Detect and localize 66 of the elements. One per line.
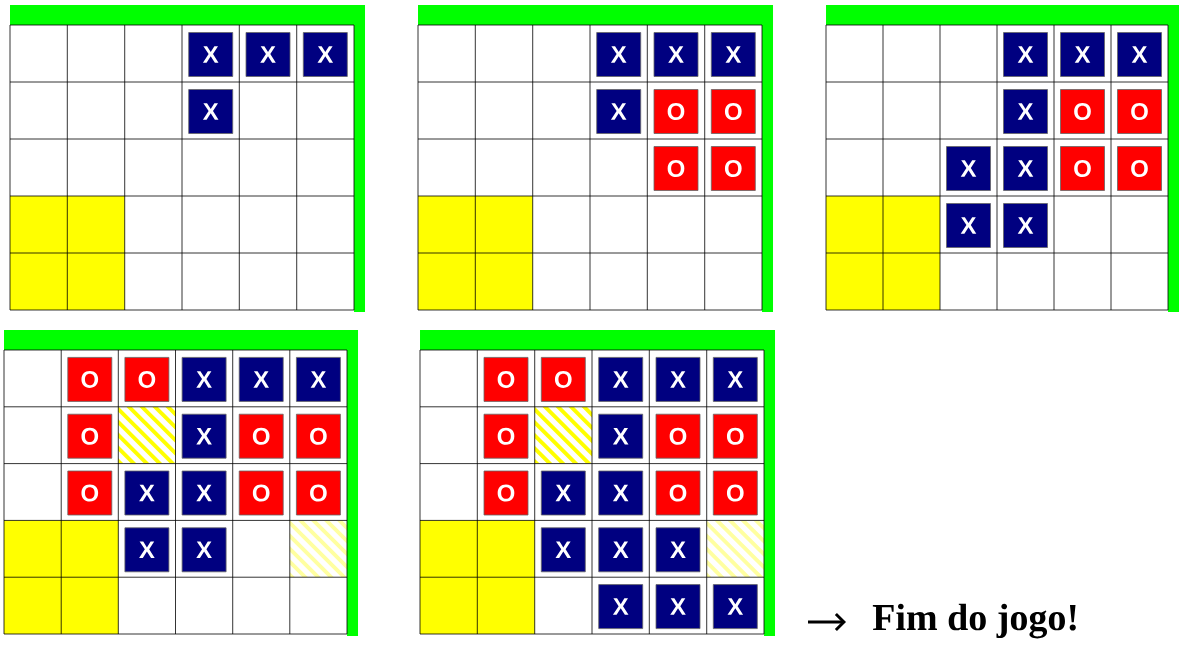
game-tile: X xyxy=(598,413,644,459)
game-tile: O xyxy=(540,357,586,402)
game-tile: X xyxy=(946,146,991,191)
game-tile: X xyxy=(1003,89,1048,134)
game-tile: O xyxy=(655,470,701,516)
game-tile: O xyxy=(653,89,699,134)
game-tile: X xyxy=(1003,32,1048,77)
closing-text: Fim do jogo! xyxy=(872,603,1076,639)
game-tile: X xyxy=(655,527,701,573)
game-tile: O xyxy=(712,413,758,459)
game-tile: X xyxy=(655,584,701,629)
game-tile: O xyxy=(655,413,701,459)
game-tile: X xyxy=(1003,146,1048,191)
game-tile: O xyxy=(483,413,529,459)
game-tile: O xyxy=(238,470,284,516)
game-tile: O xyxy=(710,89,756,134)
game-tile: O xyxy=(296,413,341,459)
game-tile: O xyxy=(1060,146,1105,191)
game-tile: O xyxy=(296,470,341,516)
game-tile: X xyxy=(598,584,644,629)
game-tile: O xyxy=(483,357,529,402)
game-tile: X xyxy=(596,89,642,134)
game-tile: X xyxy=(181,527,227,573)
game-tile: X xyxy=(188,32,234,77)
game-tile: O xyxy=(712,470,758,516)
game-tile: X xyxy=(598,470,644,516)
game-board xyxy=(419,330,775,636)
game-tile: O xyxy=(653,146,699,191)
game-tile: X xyxy=(655,357,701,402)
game-board xyxy=(825,5,1179,312)
game-tile: X xyxy=(946,203,991,248)
game-tile: O xyxy=(1117,89,1162,134)
game-tile: X xyxy=(596,32,642,77)
game-tile: X xyxy=(598,357,644,402)
game-tile: X xyxy=(653,32,699,77)
game-tile: X xyxy=(710,32,756,77)
game-tile: X xyxy=(124,470,170,516)
game-tile: X xyxy=(540,527,586,573)
game-tile: O xyxy=(124,357,170,402)
game-tile: X xyxy=(181,357,227,402)
game-board xyxy=(3,330,358,636)
game-tile: X xyxy=(1060,32,1105,77)
game-tile: X xyxy=(302,32,348,77)
game-tile: X xyxy=(1117,32,1162,77)
game-tile: O xyxy=(1060,89,1105,134)
game-tile: X xyxy=(712,357,758,402)
game-tile: X xyxy=(188,89,234,134)
game-tile: X xyxy=(181,413,227,459)
game-tile: X xyxy=(540,470,586,516)
game-tile: O xyxy=(67,413,113,459)
game-tile: X xyxy=(124,527,170,573)
game-tile: O xyxy=(1117,146,1162,191)
game-tile: O xyxy=(238,413,284,459)
game-tile: X xyxy=(712,584,758,629)
game-tile: O xyxy=(67,470,113,516)
game-tile: X xyxy=(296,357,341,402)
game-tile: X xyxy=(1003,203,1048,248)
game-tile: X xyxy=(245,32,291,77)
game-tile: O xyxy=(483,470,529,516)
game-tile: X xyxy=(238,357,284,402)
game-tile: X xyxy=(598,527,644,573)
game-board xyxy=(9,5,365,312)
game-tile: O xyxy=(67,357,113,402)
game-board xyxy=(417,5,773,312)
game-tile: O xyxy=(710,146,756,191)
game-tile: X xyxy=(181,470,227,516)
